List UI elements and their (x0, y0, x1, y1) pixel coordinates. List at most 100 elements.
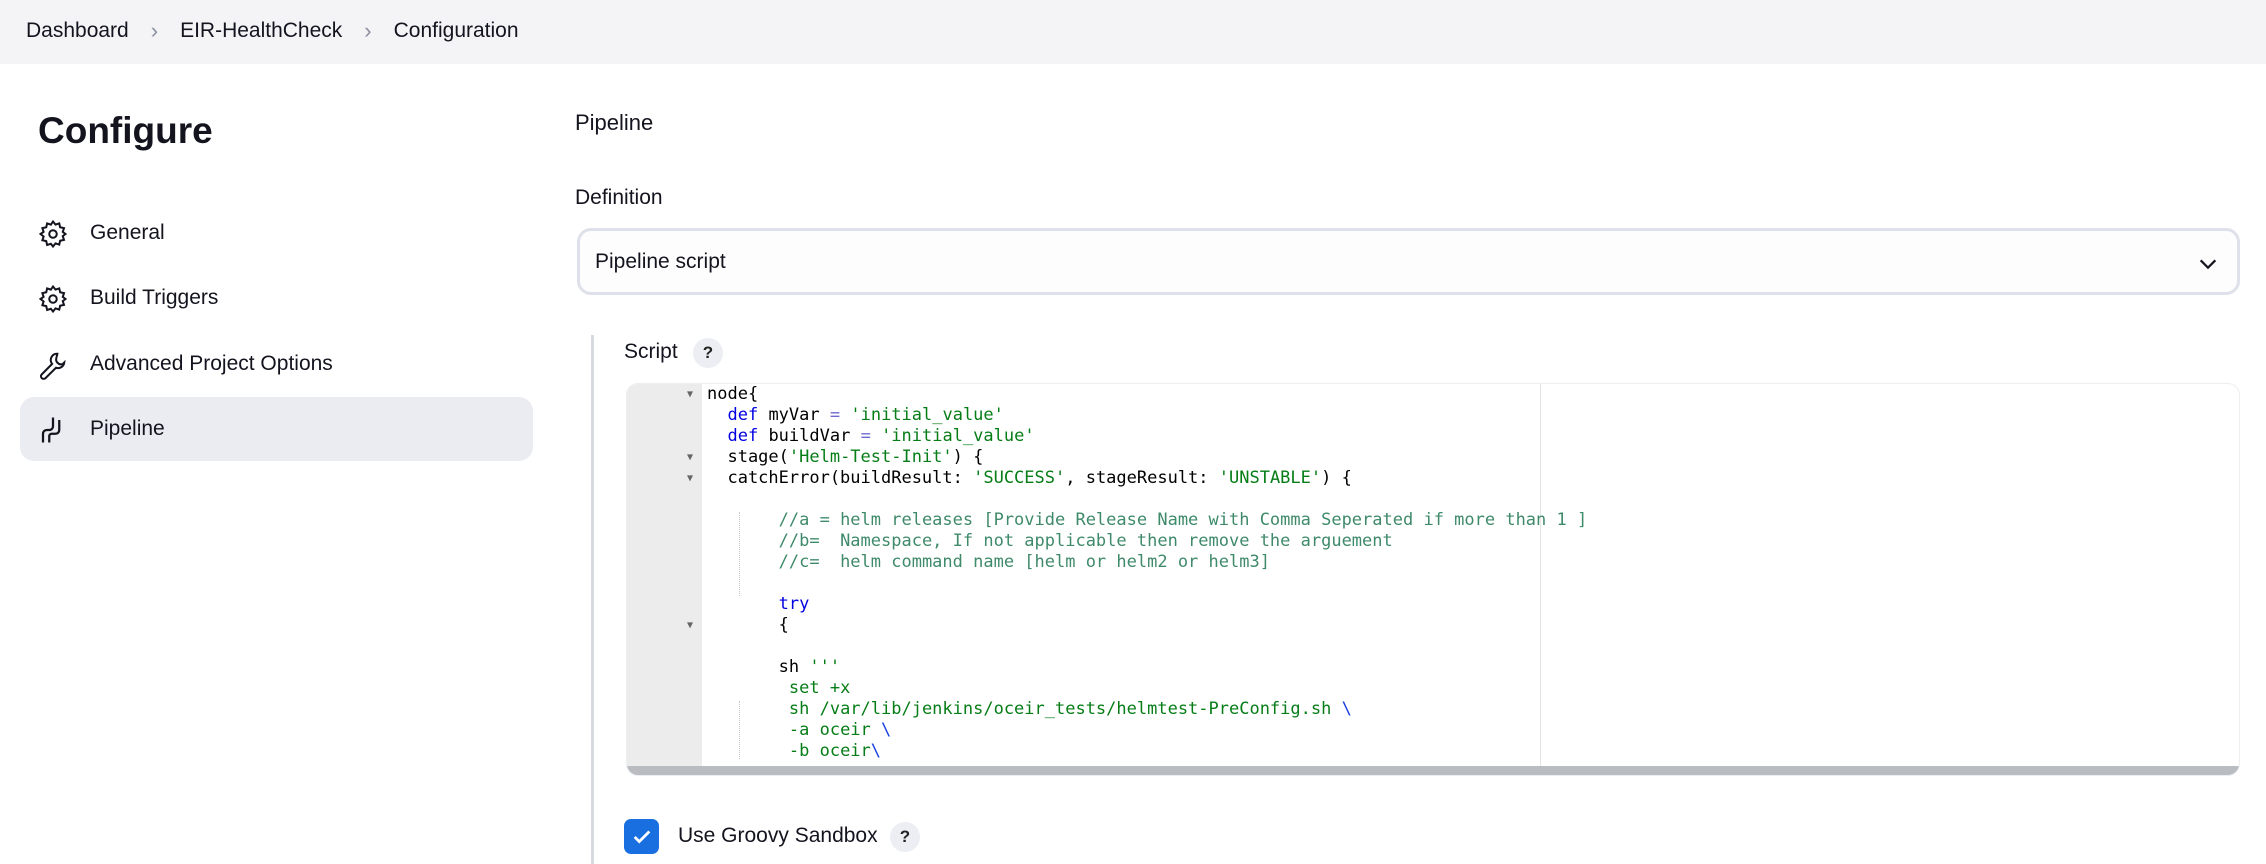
code-token: 'initial_value' (881, 426, 1035, 446)
line-number: 16 (626, 699, 627, 720)
chevron-right-icon: › (150, 18, 159, 43)
sidebar-item-pipeline[interactable]: Pipeline (20, 397, 533, 461)
line-number: 3 (626, 426, 627, 447)
code-text: //c= helm command name [helm or helm2 or… (707, 552, 1270, 573)
indent-guide (739, 701, 740, 759)
code-text: { (707, 615, 789, 636)
code-token: catchError(buildResult: (707, 468, 974, 488)
breadcrumb-dashboard[interactable]: Dashboard (26, 19, 129, 42)
code-token: buildVar (758, 426, 861, 446)
fold-arrow-icon[interactable]: ▼ (687, 620, 694, 631)
breadcrumb: Dashboard › EIR-HealthCheck › Configurat… (26, 14, 519, 48)
line-number-gutter (627, 384, 702, 775)
line-number: 9 (626, 552, 627, 573)
horizontal-scrollbar[interactable] (627, 766, 2239, 775)
line-number: 4 (626, 447, 627, 468)
line-number: 8 (626, 531, 627, 552)
code-token: \ (881, 720, 892, 740)
line-number: 10 (626, 573, 627, 594)
line-number: 2 (626, 405, 627, 426)
breadcrumb-eir-healthcheck[interactable]: EIR-HealthCheck (180, 19, 343, 42)
line-number: 5 (626, 468, 627, 489)
code-token: def (727, 426, 759, 446)
code-token (707, 699, 789, 719)
code-token (707, 594, 779, 614)
definition-label: Definition (575, 186, 663, 209)
line-number: 1 (626, 384, 627, 405)
line-number: 14 (626, 657, 627, 678)
definition-select[interactable]: Pipeline script (577, 228, 2240, 295)
code-text: set +x (707, 678, 850, 699)
code-token: 'Helm-Test-Init' (788, 447, 953, 467)
code-token (707, 531, 779, 551)
code-token: { (707, 615, 789, 635)
line-number: 6 (626, 489, 627, 510)
sidebar-item-label: Pipeline (90, 417, 165, 440)
line-number: 13 (626, 636, 627, 657)
line-number: 18 (626, 741, 627, 762)
code-token: -a oceir (788, 720, 882, 740)
sidebar-item-advanced-project-options[interactable]: Advanced Project Options (20, 332, 533, 396)
line-number: 12 (626, 615, 627, 636)
pipeline-icon (41, 417, 61, 443)
use-groovy-sandbox-checkbox[interactable] (624, 819, 659, 854)
code-token (707, 426, 727, 446)
code-token: //c= helm command name [helm or helm2 or… (778, 552, 1270, 572)
code-text: -b oceir\ (707, 741, 881, 762)
code-token: node{ (707, 384, 759, 404)
use-groovy-sandbox-label: Use Groovy Sandbox (678, 824, 878, 847)
code-token: , stageResult: (1065, 468, 1219, 488)
line-number: 11 (626, 594, 627, 615)
code-token: 'initial_value' (850, 405, 1004, 425)
line-number: 17 (626, 720, 627, 741)
code-token: ) { (1321, 468, 1352, 488)
print-margin (1540, 384, 1541, 775)
code-token: = (860, 426, 871, 446)
gear-icon (38, 284, 68, 314)
script-help-button[interactable]: ? (693, 338, 723, 368)
code-token (707, 720, 789, 740)
code-token: 'SUCCESS' (973, 468, 1066, 488)
fold-arrow-icon[interactable]: ▼ (687, 473, 694, 484)
code-token (707, 678, 789, 698)
fold-arrow-icon[interactable]: ▼ (687, 389, 694, 400)
checkmark-icon (633, 830, 650, 844)
code-text: -a oceir \ (707, 720, 891, 741)
indent-guide (739, 512, 740, 596)
code-token: //b= Namespace, If not applicable then r… (778, 531, 1393, 551)
code-token (840, 405, 850, 425)
code-token (707, 510, 779, 530)
script-label: Script (624, 340, 678, 363)
code-token (707, 741, 789, 761)
section-divider (591, 335, 594, 864)
code-token: 'UNSTABLE' (1218, 468, 1322, 488)
code-text: //a = helm releases [Provide Release Nam… (707, 510, 1588, 531)
fold-arrow-icon[interactable]: ▼ (687, 452, 694, 463)
code-token (707, 552, 779, 572)
code-token: = (829, 405, 841, 425)
code-text: node{ (707, 384, 758, 405)
code-text: def myVar = 'initial_value' (707, 405, 1004, 426)
code-text: sh /var/lib/jenkins/oceir_tests/helmtest… (707, 699, 1352, 720)
code-text: catchError(buildResult: 'SUCCESS', stage… (707, 468, 1352, 489)
sandbox-help-button[interactable]: ? (890, 822, 920, 852)
sidebar-item-general[interactable]: General (20, 201, 533, 265)
code-token: stage( (707, 447, 789, 467)
breadcrumb-configuration[interactable]: Configuration (393, 19, 519, 42)
code-text: stage('Helm-Test-Init') { (707, 447, 983, 468)
script-editor[interactable]: 1 ▼ node{ 2 def myVar = 'initial_value' 3 de… (626, 383, 2240, 776)
code-text: try (707, 594, 810, 615)
code-token: ) { (952, 447, 984, 467)
chevron-down-icon (2199, 259, 2217, 270)
code-token: \ (870, 741, 882, 761)
wrench-icon (39, 352, 66, 380)
code-token: ''' (809, 657, 841, 677)
code-token: myVar (758, 405, 830, 425)
gear-icon (38, 219, 68, 249)
page-title: Configure (38, 110, 213, 151)
code-token: //a = helm releases [Provide Release Nam… (778, 510, 1588, 530)
code-token: sh (707, 657, 810, 677)
code-token: -b oceir (788, 741, 871, 761)
code-token: def (727, 405, 759, 425)
sidebar-item-build-triggers[interactable]: Build Triggers (20, 266, 533, 330)
